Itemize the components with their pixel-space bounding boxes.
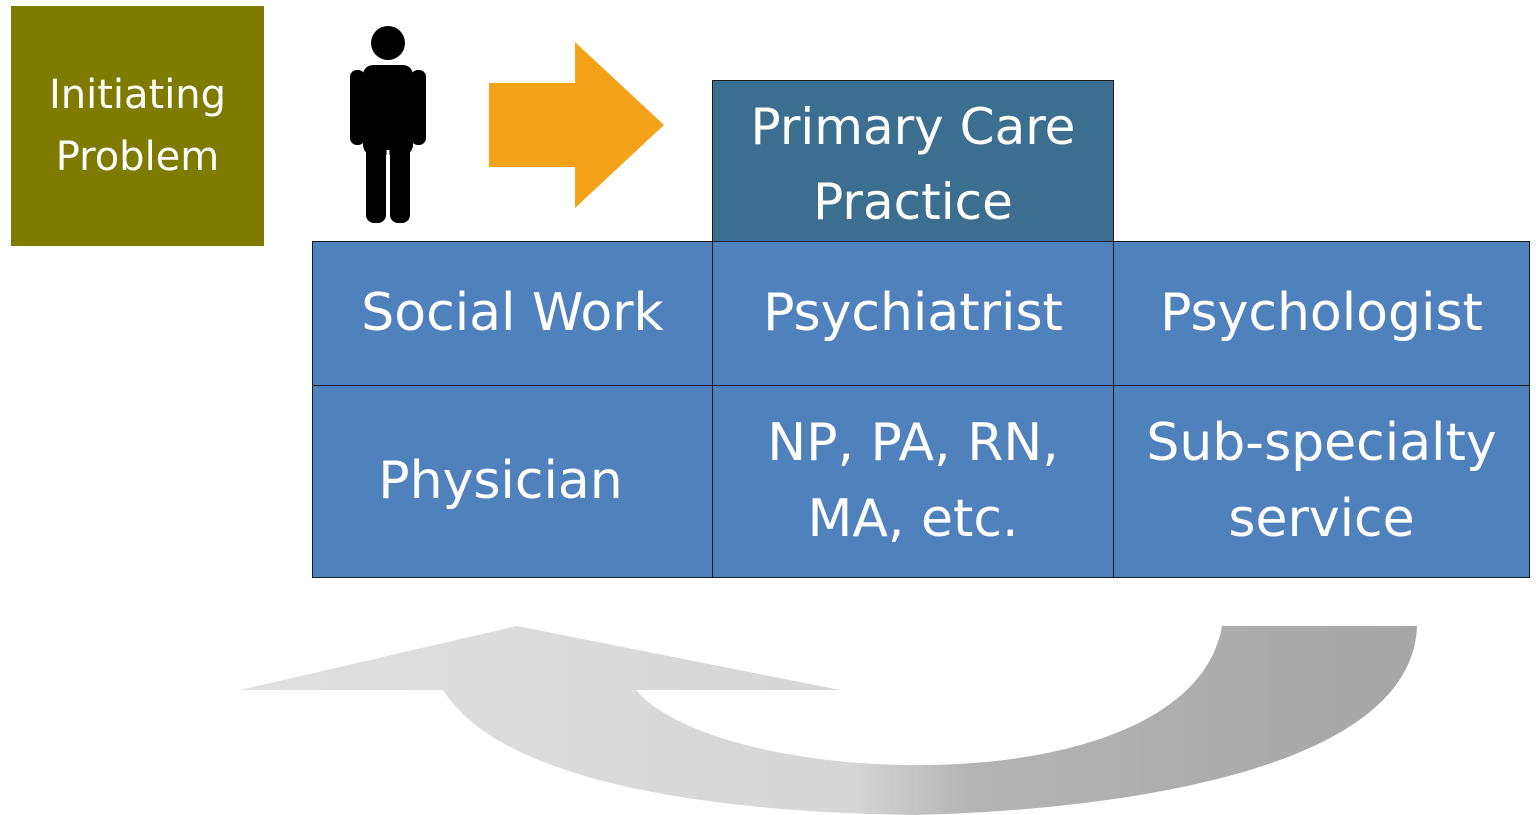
grid-cell-psychologist: Psychologist <box>1113 241 1530 386</box>
return-arrow-shape <box>240 626 1417 815</box>
grid-cell-sub-specialty: Sub-specialty service <box>1113 385 1530 578</box>
grid-cell-psychiatrist: Psychiatrist <box>712 241 1114 386</box>
initiating-problem-box: Initiating Problem <box>11 6 264 246</box>
primary-care-label: Primary Care Practice <box>750 97 1076 231</box>
grid-cell-label: NP, PA, RN, MA, etc. <box>767 413 1059 549</box>
person-icon <box>350 26 426 223</box>
grid-cell-label: Psychologist <box>1160 283 1483 344</box>
grid-cell-label: Physician <box>378 450 623 511</box>
grid-cell-label: Psychiatrist <box>763 283 1063 344</box>
right-arrow-icon <box>489 42 664 208</box>
grid-cell-np-pa-rn-ma: NP, PA, RN, MA, etc. <box>712 385 1114 578</box>
grid-cell-label: Sub-specialty service <box>1146 413 1497 549</box>
grid-cell-label: Social Work <box>361 283 664 344</box>
grid-cell-physician: Physician <box>312 385 713 578</box>
primary-care-box: Primary Care Practice <box>712 80 1114 243</box>
initiating-problem-label: Initiating Problem <box>48 72 227 180</box>
